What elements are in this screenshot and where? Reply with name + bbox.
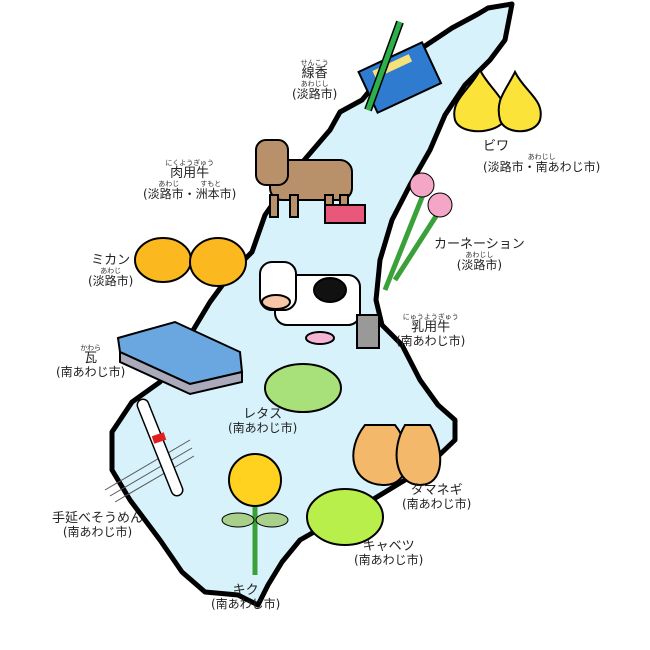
city-reading: あわじ すもと — [158, 179, 222, 188]
reading: かわら — [80, 344, 102, 352]
reading: にゅうようぎゅう — [402, 313, 459, 321]
product-name: 手延べそうめん — [52, 511, 144, 526]
city: (淡路市) — [88, 273, 134, 288]
city: (南あわじ市) — [62, 524, 133, 539]
product-name: 乳用牛 — [411, 320, 451, 336]
onion-icon — [352, 424, 442, 487]
carnation-icon — [382, 172, 453, 291]
somen-icon — [104, 398, 195, 503]
label-dairy-cow: にゅうようぎゅう 乳用牛 (南あわじ市) — [396, 313, 466, 348]
product-name: ミカン — [91, 253, 131, 268]
reading: せんこう — [300, 59, 329, 67]
product-name: 線香 — [301, 66, 328, 82]
city: (南あわじ市) — [396, 333, 466, 348]
city-reading: あわじし — [465, 250, 494, 259]
product-name: 肉用牛 — [170, 166, 210, 182]
label-cabbage: キャベツ (南あわじ市) — [354, 540, 423, 566]
lettuce-icon — [264, 363, 342, 413]
city: (淡路市・洲本市) — [143, 187, 237, 202]
label-incense: せんこう 線香 あわじし (淡路市) — [292, 59, 338, 102]
city: (南あわじ市) — [402, 496, 472, 511]
label-beef-cattle: にくようぎゅう 肉用牛 あわじ すもと (淡路市・洲本市) — [143, 159, 237, 202]
label-carnation: カーネーション あわじし (淡路市) — [434, 238, 525, 272]
roof-tile-icon — [116, 320, 244, 396]
product-name: タマネギ — [410, 483, 463, 498]
city: (淡路市) — [456, 257, 503, 272]
dairy-cow-icon — [259, 261, 380, 349]
label-roof-tile: かわら 瓦 (南あわじ市) — [56, 344, 126, 379]
label-mandarin: ミカン あわじ (淡路市) — [88, 254, 133, 288]
product-name: 瓦 — [84, 351, 98, 367]
city-reading: あわじし — [300, 79, 329, 88]
label-chrysanthemum: キク (南あわじ市) — [211, 584, 280, 610]
city-reading: あわじ — [100, 266, 122, 275]
city: (南あわじ市) — [211, 596, 281, 611]
incense-icon — [357, 20, 443, 115]
city: (淡路市・南あわじ市) — [483, 159, 601, 174]
label-onion: タマネギ (南あわじ市) — [402, 484, 471, 510]
loquat-icon — [453, 67, 542, 133]
beef-cattle-icon — [255, 139, 366, 224]
reading: にくようぎゅう — [165, 159, 215, 167]
product-name: レタス — [243, 407, 283, 422]
product-name: キャベツ — [362, 539, 415, 554]
cabbage-icon — [306, 488, 384, 546]
city-reading: あわじし — [527, 152, 556, 161]
product-name: ビワ — [483, 139, 510, 154]
city: (南あわじ市) — [56, 364, 126, 379]
label-loquat: ビワ あわじし (淡路市・南あわじ市) — [483, 140, 600, 174]
mandarin-icon — [134, 237, 247, 287]
product-name: キク — [232, 583, 259, 598]
chrysanthemum-icon — [221, 453, 289, 575]
city: (南あわじ市) — [228, 420, 298, 435]
city: (淡路市) — [292, 87, 338, 102]
product-name: カーネーション — [434, 237, 525, 252]
label-lettuce: レタス (南あわじ市) — [228, 408, 297, 434]
city: (南あわじ市) — [354, 552, 424, 567]
label-somen: 手延べそうめん (南あわじ市) — [52, 512, 143, 538]
